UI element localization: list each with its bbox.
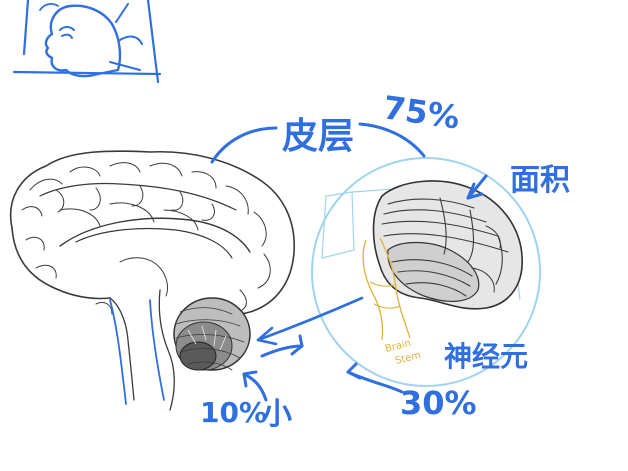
cerebellum-large <box>372 180 523 310</box>
label-surface-area: 面积 <box>510 163 570 198</box>
label-cortex: 皮层 <box>282 116 354 157</box>
cerebellum-small <box>173 297 251 371</box>
brain-sagittal-sketch <box>9 150 295 411</box>
annotation-strokes <box>210 122 488 402</box>
label-small: 小 <box>262 397 292 432</box>
label-cerebellum-percent: 30% <box>400 384 477 422</box>
label-brain-stem-2: Stem <box>394 350 422 367</box>
brainstem-sketch <box>362 237 411 341</box>
label-neurons: 神经元 <box>444 340 528 373</box>
label-ten-percent: 10% <box>200 396 267 429</box>
face-doodle <box>12 0 162 84</box>
label-cortex-percent: 75% <box>381 88 462 136</box>
